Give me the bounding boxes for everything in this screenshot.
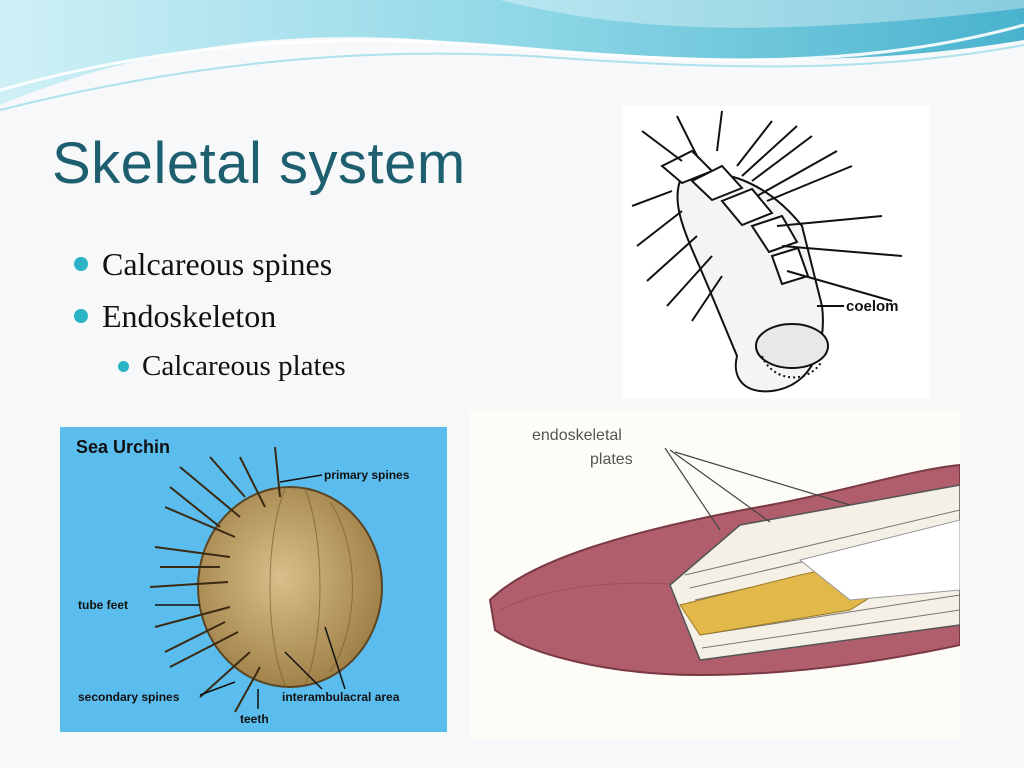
interambulacral-label: interambulacral area <box>282 690 400 704</box>
bullet-text: Calcareous spines <box>102 246 333 282</box>
bullet-text: Endoskeleton <box>102 298 277 334</box>
bullet-text: Calcareous plates <box>142 350 346 382</box>
endoskeletal-plates-diagram: endoskeletal plates <box>470 410 960 740</box>
endoskeletal-label-line1: endoskeletal <box>532 427 622 444</box>
sub-bullet-item: Calcareous plates <box>72 342 346 390</box>
bullet-item: Endoskeleton <box>72 290 346 342</box>
primary-spines-label: primary spines <box>324 468 410 482</box>
coelom-diagram: coelom <box>622 106 930 398</box>
bullet-dot-icon <box>74 257 88 271</box>
teeth-label: teeth <box>240 712 269 726</box>
header-wave <box>0 0 1024 111</box>
urchin-title: Sea Urchin <box>76 437 170 457</box>
bullet-dot-icon <box>74 309 88 323</box>
bullet-item: Calcareous spines <box>72 238 346 290</box>
bullet-dot-icon <box>118 361 129 372</box>
secondary-spines-label: secondary spines <box>78 690 180 704</box>
tube-feet-label: tube feet <box>78 598 128 612</box>
slide-title: Skeletal system <box>52 131 466 196</box>
sea-urchin-diagram: Sea Urchin pr <box>60 427 447 732</box>
bullet-list: Calcareous spines Endoskeleton Calcareou… <box>72 238 346 390</box>
coelom-label: coelom <box>846 298 899 315</box>
endoskeletal-label-line2: plates <box>590 451 633 468</box>
